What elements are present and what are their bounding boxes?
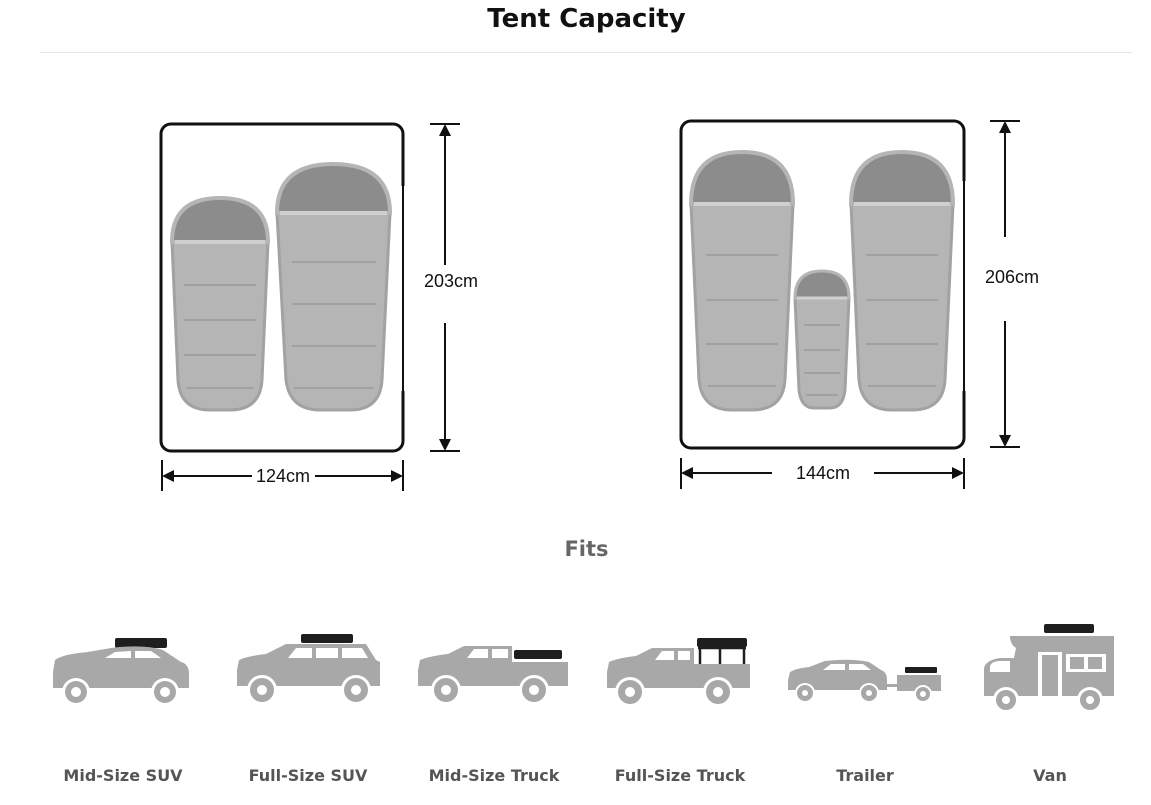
vehicle-label: Full-Size SUV (248, 766, 368, 785)
vehicle-mid-size-suv: Mid-Size SUV (33, 600, 213, 785)
height-dimension-arrow (990, 120, 1020, 448)
mid-size-truck-icon (418, 646, 568, 705)
child-sleeping-bag-icon (793, 269, 851, 410)
tent-diagram-two-person: 203cm 124cm (159, 122, 478, 491)
divider (40, 52, 1132, 53)
vehicle-label: Trailer (836, 766, 894, 785)
width-label: 124cm (256, 466, 310, 486)
vehicle-van: Van (960, 600, 1140, 785)
vehicle-mid-size-truck: Mid-Size Truck (404, 600, 584, 785)
sleeping-bag-icon (169, 195, 271, 412)
vehicle-trailer: Trailer (775, 600, 955, 785)
width-dimension-arrow (680, 458, 965, 489)
sleeping-bag-icon (274, 161, 393, 412)
vehicle-label: Full-Size Truck (614, 766, 746, 785)
vehicle-full-size-truck: Full-Size Truck (590, 600, 770, 785)
sleeping-bag-icon (688, 149, 796, 412)
width-dimension-arrow (161, 460, 404, 491)
width-label: 144cm (796, 463, 850, 483)
height-label: 203cm (424, 271, 478, 291)
height-dimension-arrow (430, 123, 460, 452)
vehicle-label: Mid-Size Truck (428, 766, 560, 785)
vehicle-label: Van (1033, 766, 1067, 785)
van-icon (984, 624, 1114, 713)
mid-size-suv-icon (53, 638, 189, 706)
trailer-icon (788, 659, 941, 703)
vehicle-label: Mid-Size SUV (63, 766, 183, 785)
vehicle-full-size-suv: Full-Size SUV (218, 600, 398, 785)
page-title: Tent Capacity (487, 4, 686, 34)
full-size-truck-icon (607, 638, 750, 707)
full-size-suv-icon (237, 634, 380, 705)
sleeping-bag-icon (848, 149, 956, 412)
height-label: 206cm (985, 267, 1039, 287)
fits-heading: Fits (564, 537, 609, 561)
tent-diagram-family: 206cm 144cm (679, 119, 1039, 489)
